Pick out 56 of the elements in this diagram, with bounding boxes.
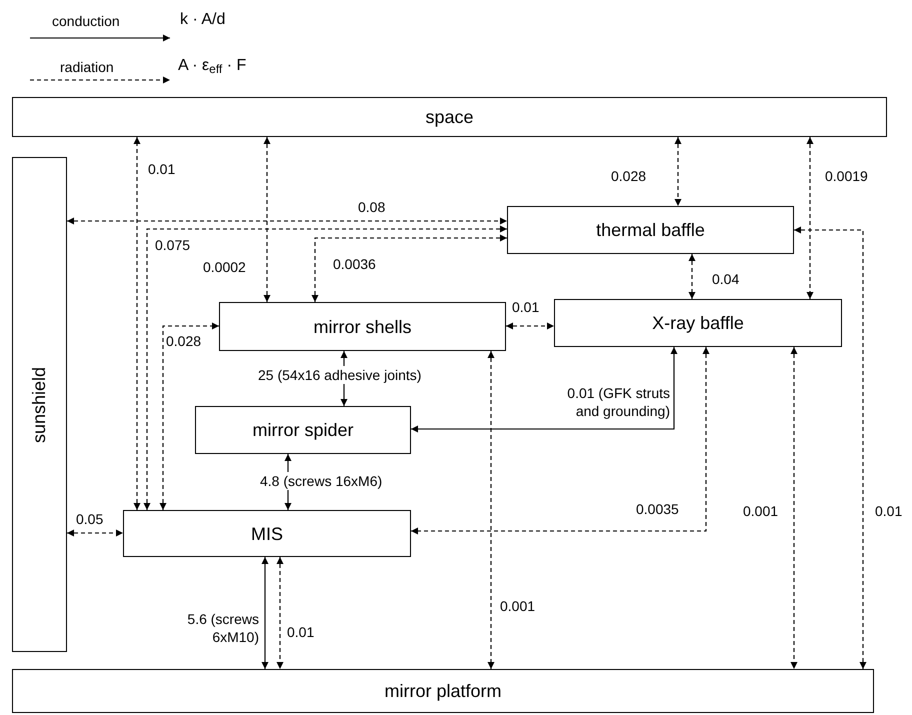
connector-arrow	[488, 351, 494, 669]
connector-arrow	[264, 137, 270, 302]
legend-text: radiation	[60, 60, 114, 74]
connector-arrow	[790, 347, 798, 669]
component-label: thermal baffle	[596, 221, 705, 239]
edge-label: 0.01 (GFK struts and grounding)	[566, 384, 670, 420]
edge-label: 0.0002	[203, 258, 246, 276]
edge-label: 0.04	[712, 270, 740, 288]
formula-label: A · ε$_{eff}$ · F	[178, 58, 246, 74]
component-box	[507, 206, 794, 254]
edge-label: 0.001	[743, 502, 778, 520]
component-label: X-ray baffle	[652, 314, 744, 332]
legend-text: conduction	[52, 14, 120, 28]
component-box	[123, 510, 411, 557]
component-label: mirror platform	[384, 682, 502, 700]
component-box	[12, 97, 887, 137]
edge-label: 0.028	[611, 167, 646, 185]
edge-label: 0.01	[287, 623, 314, 641]
edge-label: 0.075	[155, 236, 190, 254]
edge-label: 0.0019	[825, 167, 868, 185]
component-box	[195, 406, 411, 454]
edge-label: 0.0035	[636, 500, 679, 518]
component-box	[219, 302, 506, 351]
edge-label: 0.01	[148, 160, 176, 178]
edge-label: 0.08	[358, 198, 386, 216]
formula-label: k · A/d	[180, 12, 226, 28]
connector-arrow	[144, 226, 507, 510]
edge-label: 5.6 (screws 6xM10)	[186, 610, 259, 646]
connector-arrow	[411, 347, 678, 432]
connector-arrow	[688, 254, 696, 299]
edge-label: 0.01	[512, 298, 540, 316]
connector-arrow	[312, 234, 507, 302]
connector-arrow	[134, 137, 140, 510]
component-label: mirror spider	[252, 421, 354, 439]
component-box	[12, 157, 67, 652]
edge-label: 0.028	[166, 332, 202, 350]
connector-arrow	[276, 557, 284, 669]
connector-arrow	[806, 137, 814, 299]
component-label: sunshield	[30, 366, 48, 443]
edge-label: 0.05	[76, 510, 104, 528]
component-box	[12, 669, 874, 713]
connector-arrow	[794, 226, 866, 669]
edge-label: 0.0036	[333, 255, 376, 273]
connector-arrow	[67, 218, 507, 224]
connector-arrow	[160, 322, 219, 510]
connector-arrow	[67, 530, 123, 536]
component-label: mirror shells	[313, 318, 412, 336]
component-box	[554, 299, 842, 347]
edge-label: 0.001	[500, 597, 536, 615]
connector-arrow	[411, 347, 710, 534]
connector-arrow	[262, 557, 268, 669]
component-label: space	[425, 108, 474, 126]
connector-arrow	[506, 322, 554, 330]
edge-label: 0.01	[875, 502, 902, 520]
connector-arrow	[674, 137, 682, 206]
component-label: MIS	[250, 524, 283, 542]
